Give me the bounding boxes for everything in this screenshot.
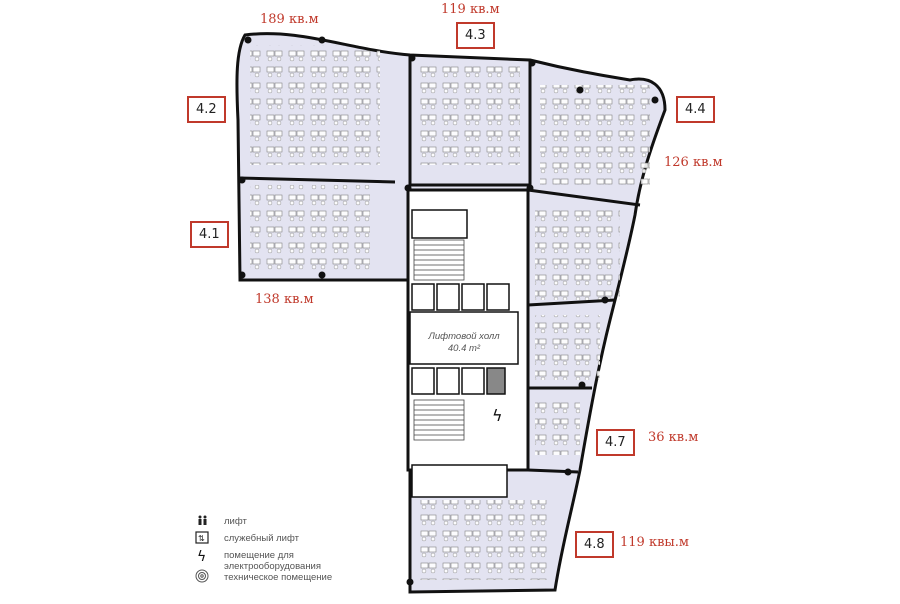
unit-4.2-label[interactable]: 4.2 — [187, 96, 226, 123]
lightning-icon: ϟ — [492, 406, 503, 425]
unit-4.1-area: 138 кв.м — [255, 292, 314, 307]
elevator-hall-area: 40.4 m² — [447, 343, 481, 354]
furniture — [250, 45, 650, 580]
elevator-lobby — [409, 311, 519, 365]
columns — [238, 36, 659, 586]
elevator-icon — [198, 515, 207, 525]
service-elevator-icon: ⇅ — [195, 531, 209, 544]
legend-elevator: лифт — [224, 516, 247, 527]
legend-technical-room: техническое помещение — [224, 572, 333, 583]
unit-4.3-label[interactable]: 4.3 — [456, 22, 495, 49]
elevator-hall-label: Лифтовой холл 40.4 m² — [410, 331, 518, 355]
legend-icons: ⇅ ϟ — [195, 515, 209, 583]
unit-4.1-label[interactable]: 4.1 — [190, 221, 229, 248]
elevators — [411, 283, 510, 395]
unit-4.8-area: 119 квы.м — [620, 535, 689, 550]
svg-text:⇅: ⇅ — [198, 534, 205, 543]
legend-electrical-room: помещение для электрооборудования — [224, 550, 322, 572]
legend-service-elevator: служебный лифт — [224, 533, 299, 544]
technical-room-icon — [195, 569, 209, 583]
walls — [237, 55, 641, 474]
unit-4.2-area: 189 кв.м — [260, 12, 319, 27]
unit-4.8-label[interactable]: 4.8 — [575, 531, 614, 558]
unit-4.3-area: 119 кв.м — [441, 2, 500, 17]
stairs — [413, 239, 465, 441]
unit-4.7-label[interactable]: 4.7 — [596, 429, 635, 456]
restrooms — [411, 209, 508, 498]
unit-4.7-area: 36 кв.м — [648, 430, 699, 445]
unit-4.4-label[interactable]: 4.4 — [676, 96, 715, 123]
lightning-icon: ϟ — [197, 549, 206, 565]
elevator-hall-name: Лифтовой холл — [428, 331, 500, 342]
unit-4.4-area: 126 кв.м — [664, 155, 723, 170]
